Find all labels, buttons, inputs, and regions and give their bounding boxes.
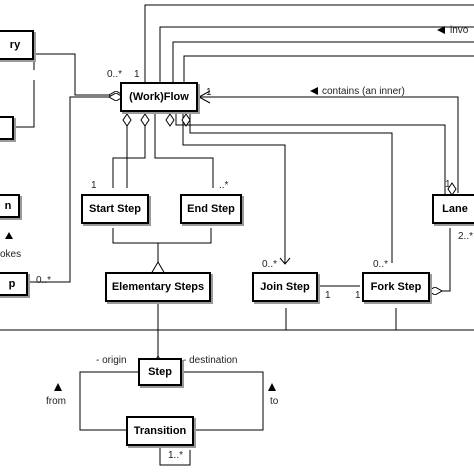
class-workflow: (Work)Flow bbox=[120, 82, 198, 112]
start-generalization-edge bbox=[112, 228, 159, 262]
class-box-left-bottom: p bbox=[0, 272, 28, 296]
flow-edge-3 bbox=[172, 41, 474, 82]
mult-fork-one: 1 bbox=[355, 290, 361, 301]
class-end-step: End Step bbox=[180, 194, 242, 224]
end-generalization-edge bbox=[158, 228, 212, 244]
arrow-into-join bbox=[279, 257, 291, 265]
class-elementary-steps: Elementary Steps bbox=[105, 272, 211, 302]
arrow-into-flow bbox=[197, 90, 211, 104]
diamond-flow-bottom-1 bbox=[122, 113, 132, 127]
mult-lane-many: 2..* bbox=[458, 231, 474, 242]
destination-edge bbox=[182, 371, 264, 431]
flow-edge-2 bbox=[159, 26, 474, 82]
contains-inner-edge bbox=[197, 96, 459, 193]
label-contains-inner: contains (an inner) bbox=[322, 86, 405, 97]
mult-join-many: 0..* bbox=[262, 259, 278, 270]
mult-wf-left: 0..* bbox=[107, 69, 123, 80]
class-start-step: Start Step bbox=[81, 194, 149, 224]
label-invokes-left: okes bbox=[0, 249, 22, 260]
mult-fork-many: 0..* bbox=[373, 259, 389, 270]
label-to: to bbox=[270, 396, 279, 407]
fork-lane-edge bbox=[428, 228, 451, 291]
diamond-flow-bottom-3 bbox=[165, 113, 175, 127]
flow-join-edge bbox=[182, 114, 286, 263]
flow-end-edge bbox=[154, 114, 214, 188]
direction-triangle-contains bbox=[310, 87, 318, 95]
mult-start-one: 1 bbox=[91, 180, 97, 191]
direction-triangle-left bbox=[5, 232, 13, 239]
flow-start-edge-2 bbox=[112, 114, 146, 188]
transition-loop-edge bbox=[159, 447, 191, 466]
label-from: from bbox=[46, 396, 66, 407]
direction-triangle-invokes bbox=[437, 26, 445, 34]
class-lane: Lane bbox=[432, 194, 474, 224]
mult-end-many: ..* bbox=[219, 180, 229, 191]
class-box-left-mid-a bbox=[0, 116, 14, 140]
label-origin: - origin bbox=[96, 355, 127, 366]
left-bottom-to-flow-edge bbox=[30, 97, 109, 283]
class-box-left-mid: n bbox=[0, 194, 20, 218]
left-top-to-flow-edge bbox=[33, 53, 109, 95]
mult-transition-many: 1..* bbox=[168, 450, 184, 461]
flow-invokes-edge bbox=[144, 4, 474, 82]
class-fork-step: Fork Step bbox=[362, 272, 430, 302]
diamond-flow-bottom-4 bbox=[181, 113, 191, 127]
direction-triangle-from bbox=[54, 383, 62, 391]
mult-join-one: 1 bbox=[325, 290, 331, 301]
class-box-left-top: ry bbox=[0, 30, 34, 60]
class-step: Step bbox=[138, 358, 182, 386]
direction-triangle-to bbox=[268, 383, 276, 391]
mult-wf-inner: 1 bbox=[206, 87, 212, 98]
class-transition: Transition bbox=[126, 416, 194, 446]
origin-edge bbox=[79, 371, 140, 431]
flow-fork-edge bbox=[189, 114, 393, 263]
left-mid-to-flow-edge bbox=[15, 80, 35, 128]
mult-lane-one: 1 bbox=[445, 179, 451, 190]
mult-left-many: 0..* bbox=[36, 275, 52, 286]
diamond-flow-bottom-2 bbox=[140, 113, 150, 127]
label-invokes-top: invo bbox=[450, 25, 469, 36]
class-join-step: Join Step bbox=[252, 272, 318, 302]
flow-lane-edge bbox=[175, 114, 446, 194]
mult-wf-one: 1 bbox=[134, 69, 140, 80]
label-destination: - destination bbox=[183, 355, 238, 366]
flow-edge-4 bbox=[183, 55, 474, 82]
